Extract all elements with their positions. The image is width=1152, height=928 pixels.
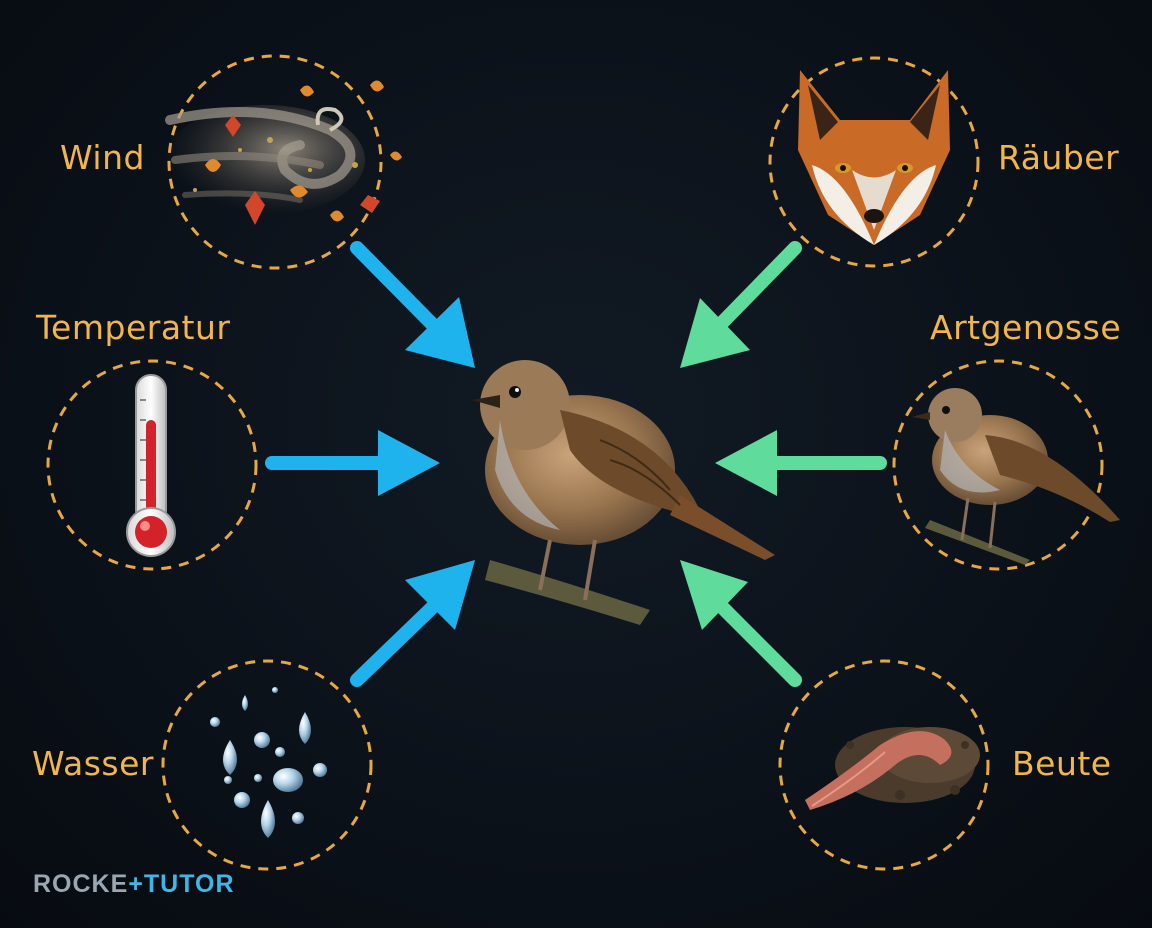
thermometer-icon [126, 374, 176, 557]
label-predator: Räuber [998, 138, 1120, 177]
brand-logo: ROCKE+TUTOR [33, 870, 235, 899]
water-circle [161, 659, 373, 871]
temperature-circle [46, 359, 258, 571]
label-prey: Beute [1012, 744, 1112, 783]
wind-icon [165, 80, 402, 225]
label-conspecific: Artgenosse [930, 308, 1122, 347]
arrow-predator [680, 241, 802, 368]
conspecific-circle [892, 359, 1104, 571]
brand-part1: ROCKE [33, 870, 129, 898]
label-wind: Wind [60, 138, 145, 177]
worm-icon [805, 727, 980, 810]
arrow-temperature [265, 430, 440, 496]
arrow-prey [680, 560, 802, 687]
fox-icon [798, 70, 950, 245]
arrow-wind [350, 241, 475, 368]
label-water: Wasser [32, 744, 154, 783]
arrow-water [350, 560, 475, 687]
center-bird [472, 360, 775, 625]
arrow-conspecific [715, 430, 887, 496]
prey-circle [778, 659, 990, 871]
label-temperature: Temperatur [36, 308, 231, 347]
predator-circle [768, 56, 980, 268]
conspecific-bird-icon [912, 388, 1120, 565]
brand-part2: +TUTOR [128, 870, 235, 898]
water-drops-icon [210, 687, 327, 838]
